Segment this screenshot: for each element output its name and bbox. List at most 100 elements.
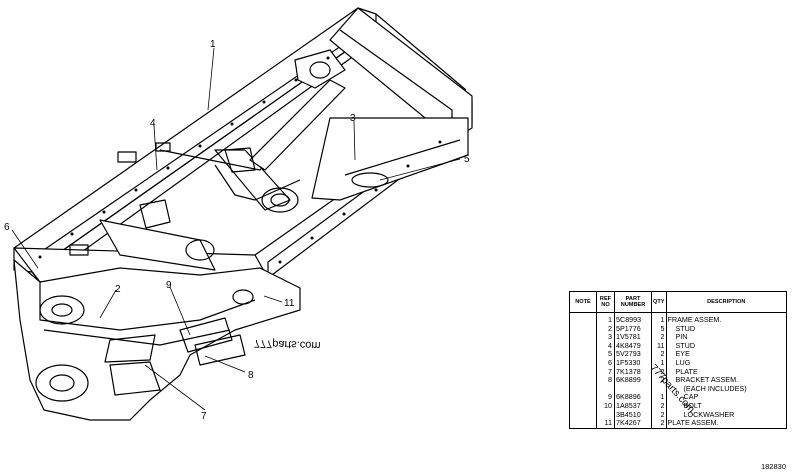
header-note: NOTE [569,291,597,313]
desc-text: FRAME ASSEM. [667,315,722,324]
qty-cell: 1 [651,393,667,402]
desc-cell: LUG [666,357,787,368]
callout-7: 7 [201,411,207,422]
part-cell: 1A8537 [614,401,652,411]
desc-text: BRACKET ASSEM. [675,375,739,385]
qty-cell: 1 [651,312,667,325]
desc-text: STUD [675,323,696,333]
qty-cell [651,384,667,394]
note-cell [569,350,597,359]
part-cell: 3B4510 [614,410,652,420]
frame-linework [11,7,473,421]
header-ref: REF NO [596,291,615,313]
part-cell: 6K8896 [614,393,652,402]
header-part: PART NUMBER [614,291,652,313]
desc-cell: STUD [666,340,787,351]
qty-cell: 1 [651,358,667,368]
part-cell: 5P1776 [614,324,652,334]
desc-text: LOCKWASHER [683,409,735,419]
callout-2: 2 [115,284,121,295]
table-row: (EACH INCLUDES) [569,383,787,394]
part-cell: 7K4267 [614,418,652,429]
note-cell [569,358,597,368]
ref-cell: 11 [596,418,615,429]
qty-cell: 2 [651,367,667,377]
callout-8: 8 [248,370,254,381]
desc-cell: CAP [666,393,787,402]
callout-11: 11 [284,298,295,309]
desc-text: BOLT [683,400,702,410]
note-cell [569,324,597,334]
ref-cell: 5 [596,350,615,359]
desc-cell: PLATE ASSEM. [666,418,787,429]
desc-cell: BOLT [666,400,787,411]
callout-4: 4 [150,118,156,129]
qty-cell: 2 [651,410,667,420]
parts-table-header: NOTE REF NO PART NUMBER QTY DESCRIPTION [569,291,787,313]
desc-text: STUD [675,340,696,350]
part-cell [614,384,652,394]
mirrored-watermark: 777parts.com [254,337,321,351]
desc-text: LUG [675,357,691,367]
drawing-number: 182830 [760,462,786,471]
part-cell: 7K1378 [614,367,652,377]
qty-cell: 2 [651,333,667,342]
desc-text: EYE [675,349,690,359]
desc-cell: (EACH INCLUDES) [666,383,787,394]
ref-cell: 1 [596,312,615,325]
callout-3: 3 [350,113,356,124]
qty-cell: 5 [651,324,667,334]
part-cell: 4K8479 [614,341,652,351]
ref-cell: 9 [596,393,615,402]
desc-text: PLATE ASSEM. [667,418,719,428]
callout-9: 9 [166,280,172,291]
ref-cell: 10 [596,401,615,411]
desc-cell: STUD [666,323,787,334]
note-cell [569,393,597,402]
qty-cell: 2 [651,401,667,411]
ref-cell: 7 [596,367,615,377]
desc-text: PLATE [675,366,698,376]
note-cell [569,367,597,377]
part-cell: 1F5330 [614,358,652,368]
desc-cell: BRACKET ASSEM. [666,376,787,385]
qty-cell: 2 [651,418,667,429]
desc-cell: EYE [666,350,787,359]
ref-cell: 8 [596,376,615,385]
part-cell: 1V5781 [614,333,652,342]
note-cell [569,401,597,411]
desc-text: CAP [683,392,699,402]
ref-cell: 6 [596,358,615,368]
callout-6: 6 [4,222,10,233]
note-cell [569,312,597,325]
ref-cell: 2 [596,324,615,334]
part-cell: 5C8993 [614,312,652,325]
desc-text: (EACH INCLUDES) [683,383,747,393]
note-cell [569,419,597,429]
desc-cell: PLATE [666,366,787,377]
header-desc: DESCRIPTION [665,291,787,313]
note-cell [569,410,597,420]
note-cell [569,384,597,394]
callout-5: 5 [464,154,470,165]
callout-1: 1 [210,39,216,50]
parts-table: NOTE REF NO PART NUMBER QTY DESCRIPTION … [569,291,787,429]
note-cell [569,341,597,351]
qty-cell: 2 [651,350,667,359]
ref-cell: 3 [596,333,615,342]
desc-text: PIN [675,332,688,342]
desc-cell: FRAME ASSEM. [666,312,787,325]
desc-cell: PIN [666,333,787,342]
qty-cell: 2 [651,376,667,385]
